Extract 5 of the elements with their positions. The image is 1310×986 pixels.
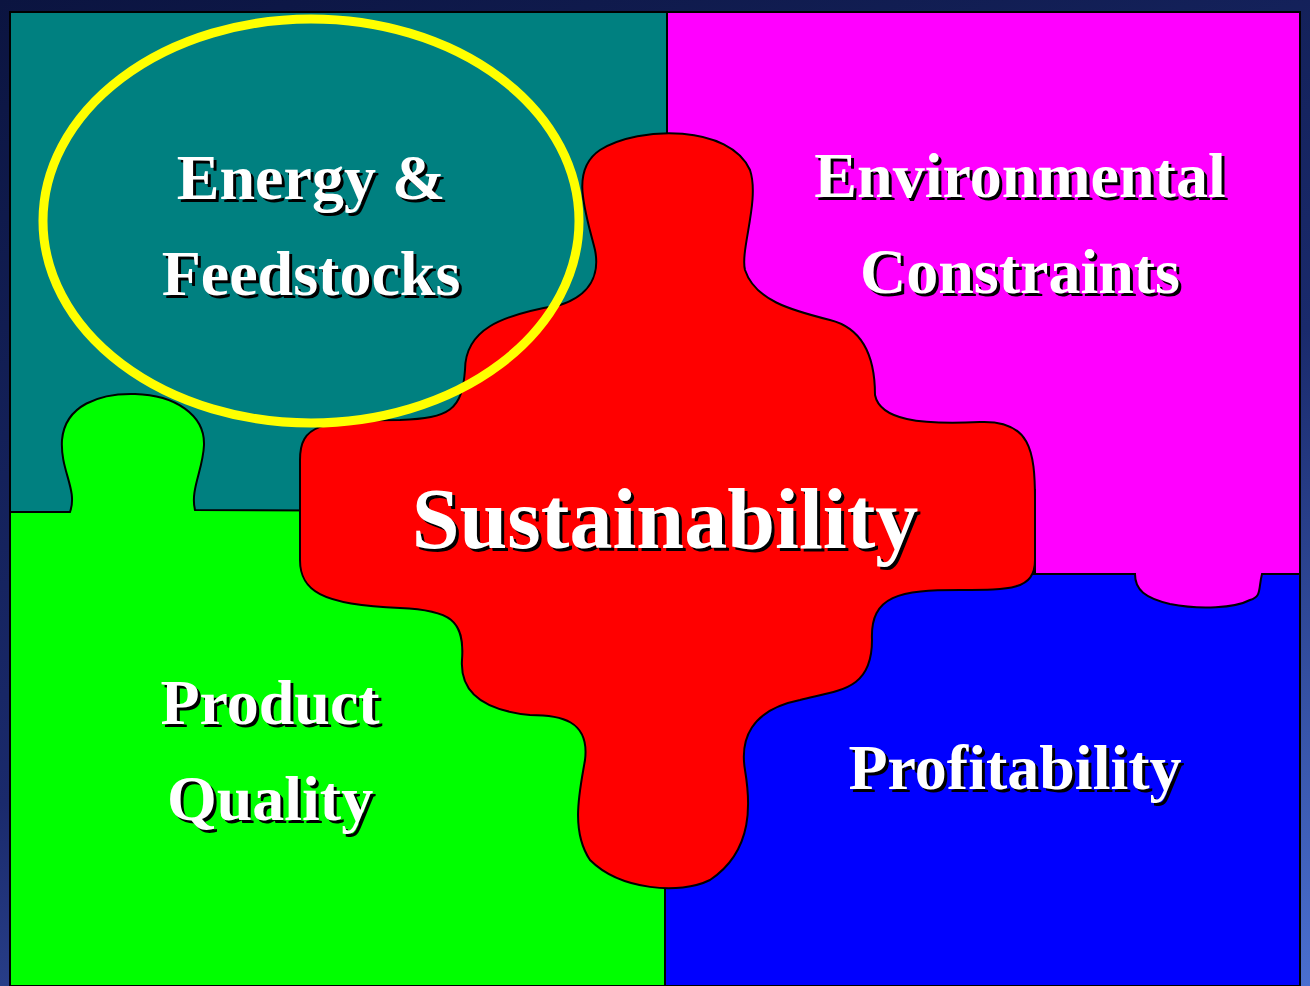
piece-label: Profitability <box>847 731 1183 805</box>
piece-label: Product Quality <box>159 666 381 836</box>
piece-label: Energy & Feedstocks <box>160 141 462 311</box>
piece-label: Environmental Constraints <box>813 139 1227 309</box>
center-label: Sustainability <box>410 472 920 567</box>
